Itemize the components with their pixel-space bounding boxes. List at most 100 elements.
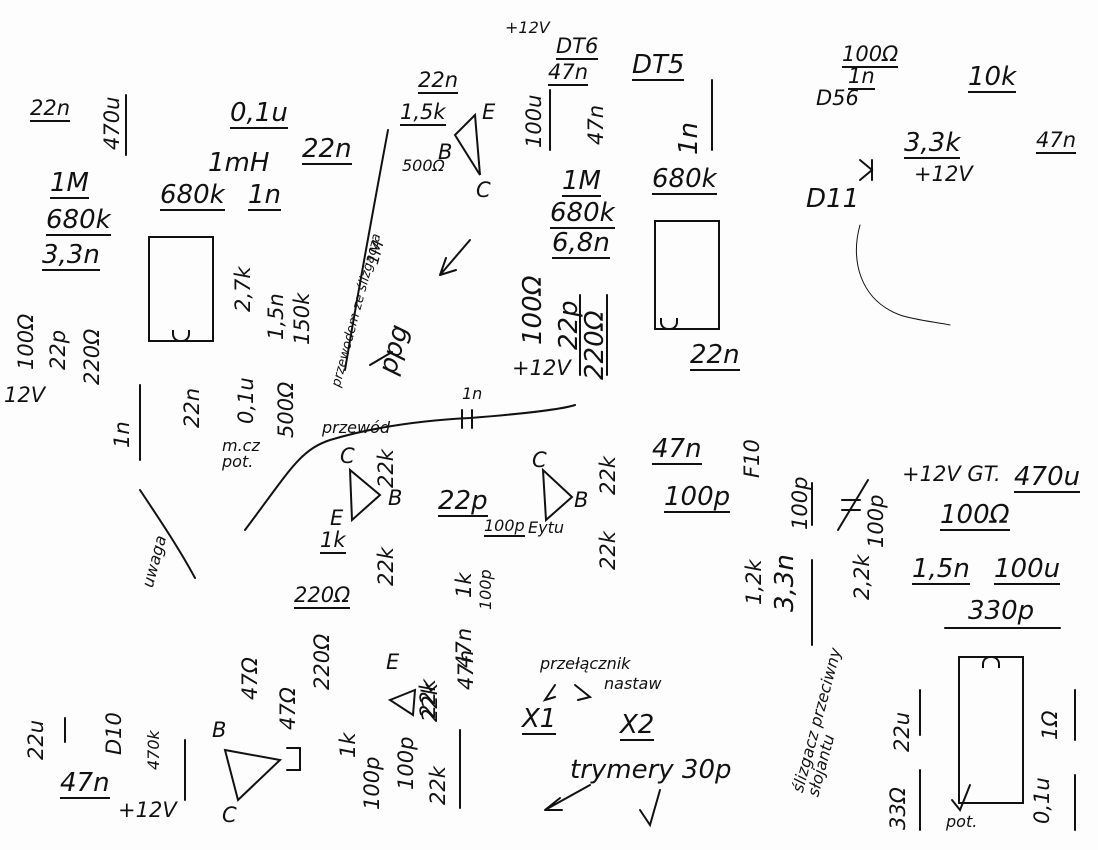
- cap-symbol: [461, 409, 473, 429]
- label-bl-r2: 47Ω: [238, 657, 262, 700]
- pin-b-2: B: [388, 486, 403, 510]
- label-tr-diode2: D11: [806, 184, 860, 214]
- label-tc-c3: 47n: [584, 104, 608, 145]
- pin-b-3: B: [574, 488, 589, 512]
- varicap-right: [837, 479, 869, 531]
- pin-b-5: B: [212, 718, 227, 742]
- label-mt-wire: przewód: [322, 418, 391, 437]
- label-a-r4: 500Ω: [274, 381, 298, 438]
- label-left-supply: 12V: [4, 383, 46, 407]
- label-bm-c2: 100p: [394, 736, 418, 790]
- label-rm-r3: 1,2k: [742, 559, 766, 605]
- transistor-mid-left: [348, 467, 382, 523]
- label-ma-c1: 22p: [438, 486, 488, 517]
- pin-c-2: C: [340, 444, 355, 468]
- label-tr-c2: 47n: [1036, 128, 1077, 154]
- arrow-2: [369, 351, 393, 366]
- sw-arrow-2: [574, 684, 593, 701]
- label-bl-c2: 47n: [60, 768, 110, 799]
- label-tc-supply: +12V: [505, 18, 550, 37]
- label-ma-r5: 22k: [596, 531, 620, 570]
- label-tc-r3: 680k: [652, 164, 717, 195]
- label-top-left-val3: 3,3n: [42, 240, 100, 271]
- label-rm-r1: 100Ω: [940, 500, 1010, 531]
- label-br-c2: 0,1u: [1030, 777, 1054, 824]
- pin-e-4: E: [386, 650, 400, 674]
- ic-ul1242-right: [654, 220, 720, 330]
- label-ma-c5: 100p: [788, 476, 812, 530]
- label-rm-c1: 470u: [1014, 462, 1081, 493]
- label-tr-r1: 100Ω: [842, 42, 899, 68]
- wire-main: [244, 404, 576, 531]
- pot-bl: [286, 747, 301, 771]
- label-mt-c1: 22n: [418, 68, 459, 94]
- label-br-c1: 22u: [890, 711, 914, 752]
- label-ma-c2: 100p: [484, 516, 525, 537]
- label-tc-d2: DT5: [632, 50, 685, 81]
- label-left-r1: 100Ω: [14, 313, 38, 370]
- label-tc-r1: 1M: [562, 166, 601, 197]
- label-ma-c4: 100p: [664, 482, 731, 513]
- label-ma-r2: 1k: [320, 528, 346, 554]
- label-tc-c4: 1n: [674, 121, 704, 155]
- label-bm-c1: 100p: [360, 756, 384, 810]
- label-mt-c2: 1n: [462, 384, 483, 403]
- label-a-c5: 22n: [180, 387, 204, 428]
- label-br-pot: pot.: [946, 812, 978, 831]
- label-bm-x2: X2: [620, 710, 655, 741]
- label-tc-r2: 680k: [550, 198, 615, 229]
- label-bm-note2: nastaw: [604, 674, 662, 693]
- label-a-c4: 1,5n: [264, 293, 288, 340]
- label-top-left-val1: 1M: [50, 168, 89, 199]
- label-br-r2: 1Ω: [1038, 710, 1062, 740]
- label-rm-c6: 3,3n: [770, 554, 800, 612]
- label-a-c6: 0,1u: [234, 377, 258, 424]
- label-tr-r2: 10k: [968, 62, 1017, 93]
- label-a-c2: 1n: [248, 180, 282, 211]
- pot-arrow: [951, 784, 971, 812]
- label-bl-r3: 47Ω: [276, 687, 300, 730]
- label-bl-c1: 22u: [24, 719, 48, 760]
- label-ma-r4: 22k: [596, 456, 620, 495]
- label-bm-r2: 22k: [426, 766, 450, 805]
- label-bl-supply: +12V: [118, 798, 177, 822]
- label-tr-r3: 3,3k: [904, 128, 961, 159]
- label-ma-r7: 1k: [452, 572, 476, 598]
- label-bm-r1: 1k: [336, 732, 360, 758]
- label-rm-c5: 100p: [864, 494, 888, 548]
- label-rm-c4: 330p: [968, 596, 1035, 626]
- label-bl-r4: 220Ω: [310, 633, 334, 690]
- label-rm-c3: 100u: [994, 554, 1061, 585]
- label-rm-r2: 2,2k: [850, 554, 874, 600]
- transistor-mid: [541, 467, 574, 523]
- label-left-r2: 220Ω: [80, 328, 104, 385]
- label-tc-c1: 47n: [548, 60, 589, 86]
- label-ma-r3: 22k: [374, 547, 398, 586]
- label-bl-diode: D10: [102, 712, 126, 755]
- label-a-pot: m.cz pot.: [222, 436, 260, 471]
- label-left-c1: 22p: [46, 329, 70, 370]
- label-cc-r2: 220Ω: [580, 310, 610, 381]
- transistor-top: [453, 112, 481, 176]
- label-bm-trim: trymery 30p: [570, 755, 732, 785]
- label-top-left-cap2: 470u: [100, 96, 124, 150]
- label-bl-r1: 470k: [144, 730, 163, 770]
- label-top-left-val2: 680k: [46, 205, 111, 236]
- arrow-1: [439, 239, 471, 276]
- label-a-r2: 2,7k: [231, 266, 255, 312]
- label-cc-supply: +12V: [512, 356, 571, 380]
- label-tr-c1: 1n: [848, 64, 875, 90]
- pin-c-3: C: [532, 448, 547, 472]
- label-a-r3: 150k: [290, 292, 314, 345]
- label-ma-filter: F10: [740, 439, 764, 478]
- label-cc-c2: 22n: [690, 340, 740, 371]
- pin-b-1: B: [438, 140, 453, 164]
- label-rm-supply: +12V GT.: [902, 462, 1001, 486]
- label-tc-c2: 100u: [522, 94, 546, 148]
- label-a-r1: 680k: [160, 180, 225, 211]
- pin-e-1: E: [482, 100, 496, 124]
- label-tc-c5: 6,8n: [552, 228, 610, 259]
- label-mt-r1: 1,5k: [400, 100, 446, 126]
- label-left-c2: 1n: [110, 421, 134, 448]
